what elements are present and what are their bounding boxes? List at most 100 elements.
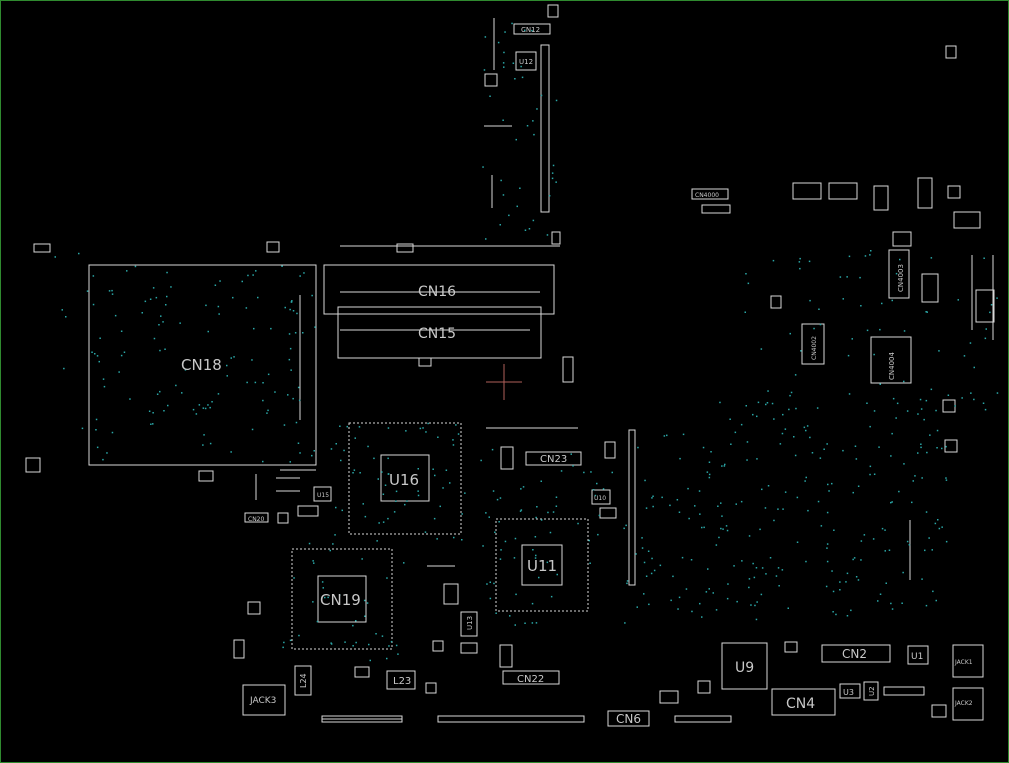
cn4002-label: CN4002 [811, 336, 818, 360]
test-point [934, 522, 937, 525]
test-point [777, 508, 779, 510]
test-point [321, 581, 324, 583]
test-point [270, 327, 272, 330]
test-point [387, 427, 390, 429]
test-point [437, 436, 439, 438]
test-point [485, 238, 487, 240]
test-point [653, 569, 656, 572]
test-point [777, 567, 780, 569]
test-point [540, 480, 542, 482]
test-point [735, 503, 737, 505]
test-point [346, 425, 348, 428]
test-point [207, 404, 209, 406]
test-point [294, 332, 297, 334]
test-point [681, 556, 684, 559]
test-point [678, 596, 681, 599]
test-point [773, 418, 775, 420]
test-point [226, 364, 228, 367]
test-point [710, 451, 712, 453]
test-point [497, 41, 500, 44]
test-point [869, 254, 871, 256]
test-point [760, 348, 763, 350]
test-point [274, 391, 276, 393]
test-point [549, 531, 552, 534]
test-point [514, 624, 516, 626]
test-point [866, 329, 869, 332]
test-point [957, 299, 959, 301]
u15-label: U15 [317, 492, 329, 499]
test-point [720, 502, 722, 504]
test-point [111, 293, 114, 295]
crosshair-marker [486, 364, 522, 400]
test-point [159, 349, 161, 352]
test-point [769, 557, 772, 559]
test-point [531, 622, 534, 624]
test-point [892, 397, 895, 400]
test-point [854, 445, 857, 447]
u12-outline [515, 51, 537, 71]
test-point [847, 354, 850, 357]
test-point [852, 558, 854, 561]
test-point [891, 608, 894, 610]
test-point [936, 447, 938, 449]
test-point [570, 453, 572, 455]
l24-outline [294, 665, 312, 696]
test-point [723, 465, 726, 467]
test-point [788, 408, 790, 411]
cn2-outline [821, 644, 891, 663]
test-point [635, 553, 637, 555]
test-point [96, 446, 99, 449]
test-point [645, 507, 648, 509]
test-point [480, 459, 482, 462]
test-point [338, 594, 341, 596]
test-point [226, 375, 228, 377]
test-point [877, 600, 879, 602]
test-point [181, 392, 183, 394]
test-point [519, 187, 521, 189]
test-point [313, 450, 315, 452]
test-point [817, 500, 820, 503]
test-point [202, 407, 205, 409]
test-point [111, 289, 113, 292]
test-point [899, 258, 901, 261]
test-point [175, 384, 177, 387]
test-point [945, 479, 948, 481]
test-point [917, 452, 919, 454]
test-point [499, 497, 502, 499]
test-point [799, 267, 801, 270]
test-point [382, 493, 385, 495]
test-point [162, 321, 164, 323]
test-point [746, 441, 749, 443]
cn2-label: CN2 [842, 647, 867, 661]
test-point [453, 536, 455, 539]
test-point [150, 423, 152, 425]
test-point [202, 444, 204, 446]
test-point [344, 641, 346, 643]
test-point [332, 543, 334, 545]
test-point [626, 582, 628, 585]
test-point [724, 463, 726, 466]
test-point [800, 350, 802, 352]
test-point [499, 558, 502, 560]
test-point [293, 577, 295, 579]
test-point [509, 615, 511, 617]
test-point [823, 448, 825, 450]
test-point [891, 432, 893, 435]
test-point [784, 428, 787, 430]
test-point [954, 405, 956, 407]
test-point [647, 550, 650, 552]
test-point [782, 508, 784, 510]
test-point [520, 509, 523, 511]
test-point [364, 515, 367, 518]
test-point [685, 588, 688, 590]
test-point [327, 596, 329, 599]
test-point [745, 273, 747, 275]
test-point [519, 510, 522, 512]
test-point [367, 445, 369, 448]
test-point [895, 272, 898, 275]
test-point [123, 351, 126, 353]
test-point [386, 657, 388, 660]
test-point [217, 305, 220, 308]
test-point [864, 255, 867, 257]
test-point [996, 297, 998, 299]
